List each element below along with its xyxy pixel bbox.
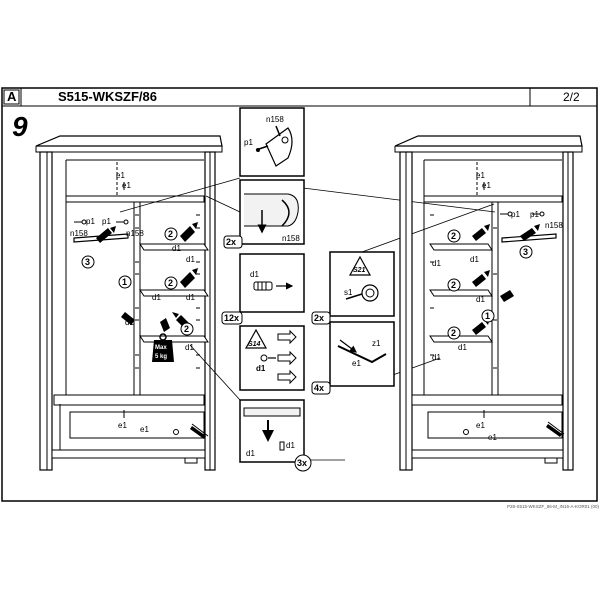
label-p1: p1 [86, 217, 95, 226]
label-d1: d1 [432, 259, 441, 268]
qty-label: 12x [224, 313, 239, 323]
label-d1: d1 [432, 353, 441, 362]
left-step-circles: 3 2 2 2 1 [81, 227, 194, 336]
weight-max-label: Max [155, 345, 167, 351]
svg-text:2: 2 [451, 280, 456, 290]
label-n158: n158 [126, 229, 144, 238]
label-d1: d1 [470, 255, 479, 264]
label-d1: d1 [458, 343, 467, 352]
right-cabinet [394, 135, 583, 471]
label-n158: n158 [545, 221, 563, 230]
left-drawer-slide [190, 423, 209, 439]
left-cabinet-labels: e1 e1 p1 p1 n158 n158 d1 d1 d1 d1 d1 d1 … [70, 171, 195, 434]
left-cabinet-pin-holes [135, 214, 200, 369]
page-frame [1, 87, 598, 502]
label-d1: d1 [185, 343, 194, 352]
label-e1: e1 [476, 171, 485, 180]
label-e1: e1 [482, 181, 491, 190]
qty-label: 2x [314, 313, 324, 323]
right-cabinet-pin-holes [430, 214, 497, 369]
detail-knob-s21: S21 s1 2x [311, 251, 395, 325]
label-d1: d1 [286, 441, 295, 450]
label-d1: d1 [476, 295, 485, 304]
right-screws [483, 182, 545, 418]
tool-s21-label: S21 [353, 267, 366, 274]
detail-tool-s14: S14 d1 [239, 325, 305, 391]
label-p1: p1 [511, 210, 520, 219]
svg-text:2: 2 [184, 324, 189, 334]
label-d1: d1 [186, 255, 195, 264]
label-e1: e1 [122, 181, 131, 190]
detail-hook: n158 2x [223, 179, 305, 249]
label-n158: n158 [70, 229, 88, 238]
label-d1: d1 [125, 318, 134, 327]
svg-text:1: 1 [122, 277, 127, 287]
svg-text:3: 3 [523, 247, 528, 257]
svg-text:1: 1 [485, 311, 490, 321]
left-cabinet-arrows [96, 222, 198, 332]
label-e1: e1 [488, 433, 497, 442]
label-d1: d1 [172, 244, 181, 253]
label-s1: s1 [344, 288, 353, 297]
right-cabinet-arrows [472, 224, 540, 335]
label-n158: n158 [266, 115, 284, 124]
label-e1: e1 [352, 359, 361, 368]
label-n158: n158 [282, 234, 300, 243]
svg-text:2: 2 [451, 231, 456, 241]
label-d1: d1 [246, 449, 255, 458]
svg-text:2: 2 [451, 328, 456, 338]
label-p1: p1 [102, 217, 111, 226]
left-cabinet [35, 135, 223, 471]
tool-s14-label: S14 [248, 341, 261, 348]
step-number: 9 [12, 111, 28, 142]
weight-value-label: 5 kg [155, 354, 167, 360]
right-cabinet-labels: e1 e1 p1 p1 n158 d1 d1 d1 d1 d1 e1 e1 [432, 171, 563, 442]
label-d1: d1 [256, 364, 266, 373]
qty-label: 2x [226, 237, 236, 247]
detail-bracket: n158 p1 [239, 107, 305, 177]
label-p1: p1 [244, 138, 253, 147]
page-number: 2/2 [563, 90, 580, 104]
label-d1: d1 [186, 293, 195, 302]
right-step-circles: 2 2 2 3 1 [447, 229, 533, 340]
label-d1: d1 [250, 270, 259, 279]
qty-label: 3x [297, 458, 307, 468]
model-code: S515-WKSZF/86 [58, 89, 157, 104]
svg-text:3: 3 [85, 257, 90, 267]
detail-rail: z1 e1 4x [311, 321, 395, 395]
label-e1: e1 [118, 421, 127, 430]
sheet-letter: A [7, 89, 17, 104]
label-e1: e1 [476, 421, 485, 430]
max-weight-tag: Max 5 kg [152, 333, 174, 362]
right-drawer-slide [546, 421, 565, 437]
detail-drawer-corner: d1 d1 3x [239, 399, 312, 472]
label-e1: e1 [140, 425, 149, 434]
svg-text:2: 2 [168, 229, 173, 239]
left-screws [74, 182, 129, 418]
sheet-letter-box [3, 89, 20, 105]
label-e1: e1 [116, 171, 125, 180]
label-z1: z1 [372, 339, 381, 348]
svg-text:2: 2 [168, 278, 173, 288]
callout-lines [119, 177, 496, 461]
footer-code: P28-S515-WKSZF_86-M_IN16-A-KOR01 (00) [507, 504, 600, 509]
qty-label: 4x [314, 383, 324, 393]
detail-dowel: d1 12x [221, 253, 305, 325]
label-d1: d1 [152, 293, 161, 302]
label-p1: p1 [530, 210, 539, 219]
